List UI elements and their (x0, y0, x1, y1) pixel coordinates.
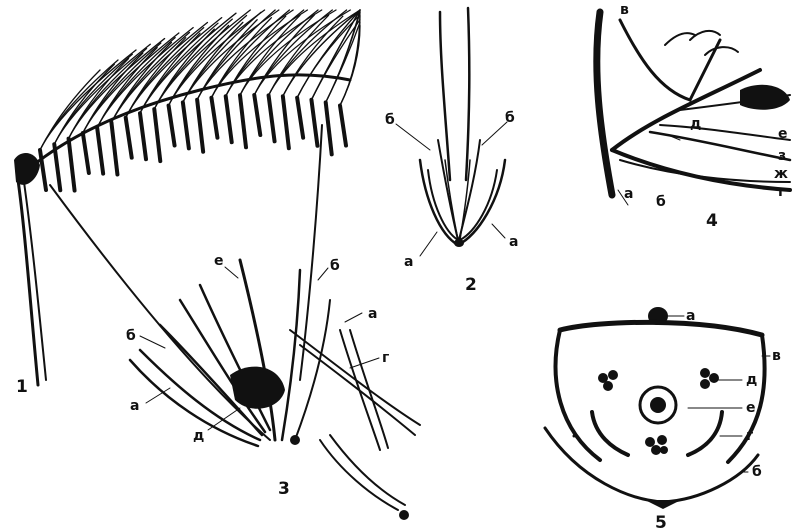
panel-2-label-a-right: а (509, 234, 518, 250)
panel-2-number: 2 (465, 275, 477, 295)
panel-3-floret-illustration (50, 125, 420, 520)
panel-4-number: 4 (706, 211, 718, 231)
panel-5-floral-diagram (545, 307, 770, 509)
spikelet-stroke (211, 98, 217, 138)
spikelet-stroke (311, 100, 317, 146)
spikelet-stroke (83, 133, 89, 173)
panel-4-label-e: е (778, 126, 788, 142)
panel-1-number: 1 (16, 377, 28, 397)
panel-4-branch-illustration (597, 12, 790, 205)
panel-3-label-g: г (382, 350, 389, 366)
panel-3-label-a-right: а (368, 306, 377, 322)
panel-5-number: 5 (655, 513, 667, 529)
panel-3-label-b-left: б (126, 328, 136, 344)
panel-4-label-a: а (624, 186, 633, 202)
panel-3-label-b-top: б (330, 258, 340, 274)
panel-4-label-d: д (690, 116, 701, 132)
spikelet-stroke (326, 102, 332, 154)
spikelet-stroke (169, 105, 175, 145)
panel-5-label-d: д (746, 372, 757, 388)
spikelet-stroke (283, 96, 289, 148)
panel-2-label-a-left: а (404, 254, 413, 270)
panel-4-label-v: в (620, 2, 629, 18)
panel-3-label-e: е (214, 253, 224, 269)
spikelet-stroke (183, 102, 189, 148)
panel-1-ear-illustration (14, 10, 360, 385)
panel-5-label-e: е (746, 400, 756, 416)
panel-3-label-a-left: а (130, 398, 139, 414)
spikelet-stroke (240, 95, 246, 147)
panel-5-label-a: а (686, 308, 695, 324)
spikelet-stroke (269, 95, 275, 141)
panel-4-label-g: г (778, 184, 785, 200)
spikelet-stroke (126, 118, 132, 158)
spikelet-stroke (340, 106, 346, 146)
panel-2-label-b-right: б (505, 110, 515, 126)
spikelet-stroke (69, 139, 75, 191)
spikelet-stroke (226, 96, 232, 142)
spikelet-stroke (97, 128, 103, 174)
panel-3-number: 3 (278, 479, 290, 499)
panel-4-label-z: з (778, 148, 786, 164)
panel-3-label-d: д (193, 428, 204, 444)
spikelet-stroke (54, 144, 60, 190)
spikelet-stroke (154, 109, 160, 161)
panel-4-label-zh: ж (774, 166, 788, 182)
spikelet-stroke (254, 95, 260, 135)
panel-2-label-b-left: б (385, 112, 395, 128)
spikelet-stroke (197, 100, 203, 152)
spikelet-stroke (140, 113, 146, 159)
panel-4-label-b: б (656, 194, 666, 210)
panel-5-label-b: б (752, 464, 762, 480)
spikelet-stroke (111, 122, 117, 174)
panel-5-label-g: г (746, 428, 753, 444)
spikelet-stroke (297, 98, 303, 138)
panel-2-spikelet-illustration (396, 8, 507, 256)
panel-5-label-v: в (772, 348, 781, 364)
